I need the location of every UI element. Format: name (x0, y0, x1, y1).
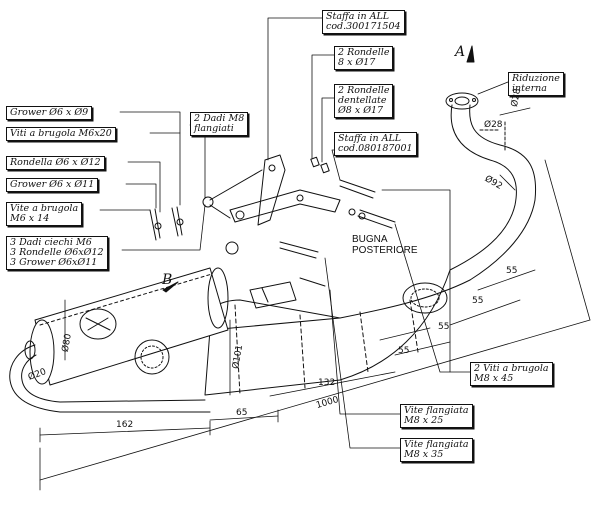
callout-line: Vite a brugola (10, 203, 79, 214)
callout-line: Ø8 x Ø17 (338, 105, 384, 116)
silencer-can (29, 267, 297, 386)
label-line: BUGNA (352, 234, 388, 245)
tailpipe (9, 340, 211, 413)
callout-line: 2 Rondelle (338, 85, 390, 96)
view-b-label: B (162, 272, 173, 288)
callout-line: 2 Dadi M8 (194, 113, 245, 124)
callout-line: M8 x 45 (474, 373, 514, 384)
view-a-label: A (455, 44, 466, 60)
callout-staffa-mid: Staffa in ALL cod.080187001 (334, 132, 417, 156)
callout-line: 3 Dadi ciechi M6 (10, 237, 92, 248)
dim-l55-a: 55 (398, 346, 410, 356)
callout-vite-brugola-14: Vite a brugola M6 x 14 (6, 202, 83, 226)
callout-line: Grower Ø6 x Ø11 (10, 179, 95, 190)
mount-brackets (149, 154, 396, 287)
callout-rondelle-dentellate: 2 Rondelle dentellate Ø8 x Ø17 (334, 84, 394, 118)
callout-line: 2 Rondelle (338, 47, 390, 58)
callout-line: Grower Ø6 x Ø9 (10, 107, 89, 118)
header-pipe (445, 92, 537, 281)
callout-grower-9: Grower Ø6 x Ø9 (6, 106, 93, 120)
callout-line: Staffa in ALL (338, 133, 402, 144)
callout-staffa-top: Staffa in ALL cod.300171504 (322, 10, 405, 34)
dim-l55-d: 55 (506, 266, 518, 276)
callout-grower-11: Grower Ø6 x Ø11 (6, 178, 99, 192)
callout-line: interna (512, 83, 547, 94)
callout-rondella-12: Rondella Ø6 x Ø12 (6, 156, 105, 170)
dim-l55-c: 55 (472, 296, 484, 306)
callout-rondelle-8: 2 Rondelle 8 x Ø17 (334, 46, 394, 70)
dimension-lines (39, 107, 591, 491)
callout-viti-brugola-m6x20: Viti a brugola M6x20 (6, 127, 116, 141)
callout-viti-m8-45: 2 Viti a brugola M8 x 45 (470, 362, 553, 386)
callout-line: Vite flangiata (404, 405, 469, 416)
dim-l55-b: 55 (438, 322, 450, 332)
callout-line: dentellate (338, 95, 387, 106)
callout-line: Riduzione (512, 73, 560, 84)
dim-l65: 65 (236, 408, 248, 418)
callout-dadi-m8: 2 Dadi M8 flangiati (190, 112, 249, 136)
callout-line: Rondella Ø6 x Ø12 (10, 157, 101, 168)
callout-line: 2 Viti a brugola (474, 363, 549, 374)
callout-vite-flangiata-25: Vite flangiata M8 x 25 (400, 404, 473, 428)
callout-line: flangiati (194, 123, 234, 134)
dim-l132: 132 (318, 378, 336, 388)
callout-line: M8 x 25 (404, 415, 444, 426)
callout-line: Vite flangiata (404, 439, 469, 450)
callout-riduzione: Riduzione interna (508, 72, 564, 96)
callout-dadi-ciechi: 3 Dadi ciechi M6 3 Rondelle Ø6xØ12 3 Gro… (6, 236, 108, 270)
callout-line: M8 x 35 (404, 449, 444, 460)
callout-line: cod.300171504 (326, 21, 401, 32)
label-line: POSTERIORE (352, 245, 418, 256)
bugna-posteriore-label: BUGNA POSTERIORE (352, 234, 418, 256)
callout-line: 3 Grower Ø6xØ11 (10, 257, 98, 268)
callout-vite-flangiata-35: Vite flangiata M8 x 35 (400, 438, 473, 462)
view-arrows (162, 45, 475, 293)
callout-line: cod.080187001 (338, 143, 413, 154)
callout-line: Viti a brugola M6x20 (10, 128, 112, 139)
dim-l162: 162 (116, 420, 134, 430)
dim-d28-a: Ø28 (484, 120, 503, 130)
callout-line: Staffa in ALL (326, 11, 390, 22)
callout-line: 3 Rondelle Ø6xØ12 (10, 247, 104, 258)
callout-line: 8 x Ø17 (338, 57, 376, 68)
muffler-body (204, 269, 471, 396)
callout-line: M6 x 14 (10, 213, 50, 224)
